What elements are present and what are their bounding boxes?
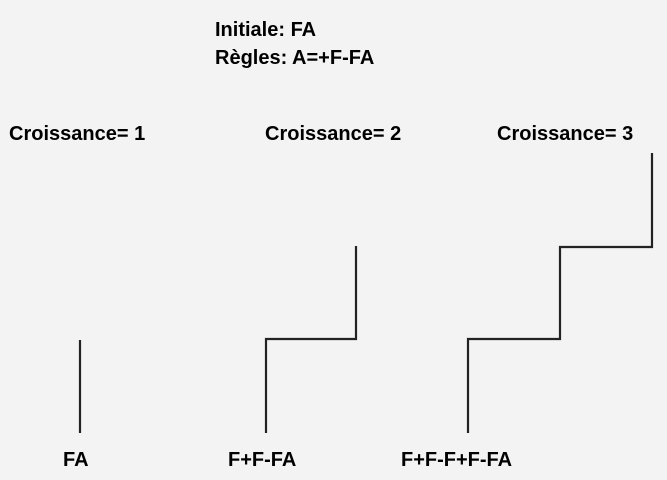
- stage-2-string: F+F-FA: [228, 449, 297, 471]
- rules-label: Règles: A=+F-FA: [215, 47, 375, 69]
- stage-3-string: F+F-F+F-FA: [401, 449, 513, 471]
- stage-1-title: Croissance= 1: [9, 123, 146, 145]
- stage-1-string: FA: [63, 449, 89, 471]
- stage-3-path: [466, 153, 654, 433]
- initial-axiom-label: Initiale: FA: [215, 19, 317, 41]
- stage-2-title: Croissance= 2: [265, 123, 402, 145]
- stage-2-path: [264, 246, 358, 433]
- stage-3-title: Croissance= 3: [497, 123, 634, 145]
